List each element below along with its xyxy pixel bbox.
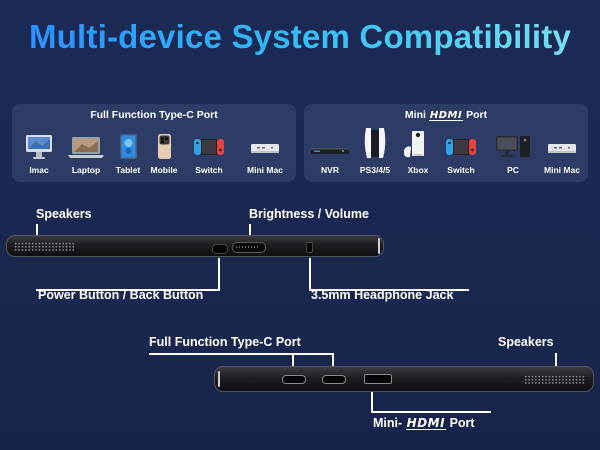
mini-hdmi-port-callout: Mini- HDMI Port bbox=[373, 416, 475, 430]
hdmi-panel-title-prefix: Mini bbox=[404, 109, 426, 121]
speaker-grill bbox=[524, 375, 586, 384]
headphone-jack bbox=[306, 242, 313, 253]
device-tablet: Tablet bbox=[112, 134, 144, 175]
device-switch: Switch bbox=[441, 134, 481, 175]
speakers-callout-top: Speakers bbox=[36, 207, 92, 221]
brightness-volume-wheel bbox=[232, 242, 266, 253]
typec-leader-horizontal bbox=[149, 353, 333, 355]
hdmi-leader-vertical bbox=[371, 392, 373, 412]
device-pc: PC bbox=[493, 134, 533, 175]
headphone-leader-horizontal bbox=[309, 289, 469, 291]
speakers-leader-line bbox=[36, 224, 38, 236]
hdmi-compatibility-panel: Mini HDMI Port NVR PS3/4/5 bbox=[304, 104, 588, 182]
typec-leader-1 bbox=[292, 353, 294, 367]
device-label: Mini Mac bbox=[247, 165, 283, 175]
page-title: Multi-device System Compatibility bbox=[0, 18, 600, 56]
monitor-bottom-edge bbox=[214, 366, 594, 392]
typec-panel-title: Full Function Type-C Port bbox=[90, 109, 218, 121]
device-label: Laptop bbox=[71, 165, 101, 175]
phone-icon bbox=[149, 134, 179, 160]
monitor-top-edge bbox=[6, 235, 384, 257]
typec-compatibility-panel: Full Function Type-C Port Imac Laptop bbox=[12, 104, 296, 182]
speakers-bottom-leader bbox=[555, 353, 557, 367]
headphone-leader-vertical bbox=[309, 258, 311, 290]
device-label: Switch bbox=[195, 165, 223, 175]
typec-port-2 bbox=[322, 375, 346, 384]
device-laptop: Laptop bbox=[67, 134, 105, 175]
device-imac: Imac bbox=[22, 134, 56, 175]
device-label: NVR bbox=[321, 165, 339, 175]
tablet-icon bbox=[113, 134, 143, 160]
imac-icon bbox=[24, 134, 54, 160]
hdmi-callout-prefix: Mini- bbox=[373, 416, 403, 430]
hdmi-panel-title-suffix: Port bbox=[466, 109, 488, 121]
hdmi-logo: HDMI bbox=[428, 110, 464, 121]
device-mobile: Mobile bbox=[146, 134, 182, 175]
device-xbox: Xbox bbox=[398, 131, 438, 175]
device-label: PS3/4/5 bbox=[359, 165, 391, 175]
speaker-grill bbox=[14, 242, 74, 251]
mini-mac-icon bbox=[245, 134, 285, 160]
typec-leader-2 bbox=[332, 353, 334, 367]
typec-port-1 bbox=[282, 375, 306, 384]
typec-port-callout: Full Function Type-C Port bbox=[149, 335, 301, 349]
device-mini-mac: Mini Mac bbox=[540, 134, 584, 175]
power-button bbox=[212, 244, 228, 254]
speakers-callout-bottom: Speakers bbox=[498, 335, 554, 349]
xbox-icon bbox=[402, 128, 434, 160]
laptop-icon bbox=[67, 134, 105, 160]
device-label: Mini Mac bbox=[544, 165, 580, 175]
hdmi-logo: HDMI bbox=[405, 416, 447, 430]
power-back-button-callout: Power Button / Back Button bbox=[38, 288, 204, 302]
device-label: Switch bbox=[447, 165, 475, 175]
headphone-jack-callout: 3.5mm Headphone Jack bbox=[311, 288, 454, 302]
device-mini-mac: Mini Mac bbox=[242, 134, 288, 175]
power-leader-vertical bbox=[218, 258, 220, 290]
device-label: Imac bbox=[29, 165, 49, 175]
device-nvr: NVR bbox=[310, 134, 350, 175]
device-label: Tablet bbox=[115, 165, 141, 175]
device-label: Xbox bbox=[407, 165, 429, 175]
device-label: PC bbox=[507, 165, 519, 175]
mini-mac-icon bbox=[542, 134, 582, 160]
playstation-icon bbox=[357, 126, 393, 160]
device-playstation: PS3/4/5 bbox=[355, 128, 395, 175]
nvr-icon bbox=[310, 134, 350, 160]
desktop-pc-icon bbox=[493, 134, 533, 160]
game-console-icon bbox=[190, 134, 228, 160]
device-switch: Switch bbox=[190, 134, 228, 175]
device-label: Mobile bbox=[150, 165, 178, 175]
brightness-leader-line bbox=[249, 224, 251, 238]
brightness-volume-callout: Brightness / Volume bbox=[249, 207, 369, 221]
hdmi-callout-suffix: Port bbox=[449, 416, 475, 430]
game-console-icon bbox=[442, 134, 480, 160]
hdmi-leader-horizontal bbox=[371, 411, 491, 413]
power-leader-horizontal bbox=[36, 289, 220, 291]
mini-hdmi-port bbox=[364, 374, 392, 384]
hdmi-panel-title: Mini HDMI Port bbox=[304, 109, 588, 121]
